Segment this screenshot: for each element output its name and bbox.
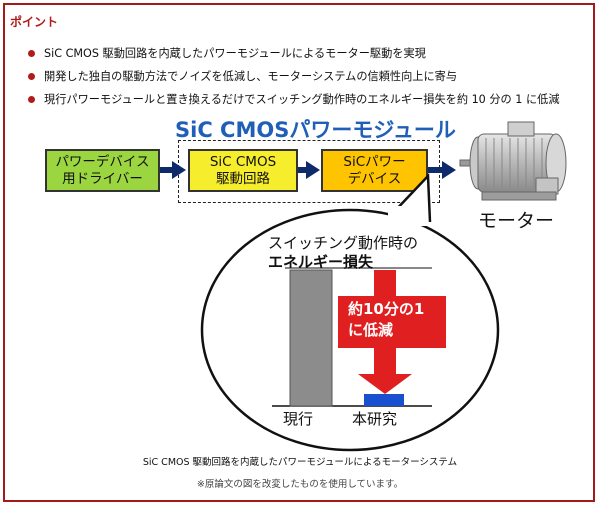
- drive-circuit-line1: SiC CMOS: [209, 153, 277, 170]
- arrow-shaft: [428, 167, 444, 173]
- bullet-dot-icon: [28, 73, 35, 80]
- arrow-shaft: [160, 167, 174, 173]
- current-loss-bar: [289, 269, 333, 407]
- flow-arrow-icon: [172, 161, 186, 179]
- reduction-arrow-icon: [338, 270, 446, 394]
- point-text: SiC CMOS 駆動回路を内蔵したパワーモジュールによるモーター駆動を実現: [44, 47, 426, 60]
- point-item: 現行パワーモジュールと置き換えるだけでスイッチング動作時のエネルギー損失を約 1…: [28, 88, 560, 111]
- current-bar-label: 現行: [283, 410, 314, 428]
- figure-note: ※原論文の図を改変したものを使用しています。: [196, 479, 404, 490]
- figure-caption: SiC CMOS 駆動回路を内蔵したパワーモジュールによるモーターシステム: [142, 457, 458, 468]
- module-title: SiC CMOSパワーモジュール: [175, 118, 456, 142]
- driver-block-line1: パワーデバイス: [55, 153, 150, 170]
- driver-block-line2: 用ドライバー: [62, 170, 143, 187]
- driver-block: パワーデバイス用ドライバー: [45, 149, 160, 192]
- energy-loss-title-line2: エネルギー損失: [268, 253, 374, 271]
- reduction-line2: に低減: [348, 321, 394, 339]
- bullet-dot-icon: [28, 50, 35, 57]
- power-device-line1: SiCパワー: [343, 153, 406, 170]
- arrow-shaft: [298, 167, 308, 173]
- figure-frame: [3, 3, 595, 502]
- point-title: ポイント: [10, 15, 59, 29]
- energy-loss-title-line1: スイッチング動作時の: [268, 234, 419, 252]
- power-device-block: SiCパワーデバイス: [321, 149, 428, 192]
- point-text: 開発した独自の駆動方法でノイズを低減し、モーターシステムの信頼性向上に寄与: [44, 70, 458, 83]
- study-loss-bar: [364, 394, 404, 406]
- point-item: 開発した独自の駆動方法でノイズを低減し、モーターシステムの信頼性向上に寄与: [28, 65, 560, 88]
- motor-icon: [459, 121, 567, 201]
- reduction-line1: 約10分の1: [348, 300, 425, 318]
- drive-circuit-line2: 駆動回路: [216, 170, 270, 187]
- power-device-line2: デバイス: [347, 170, 402, 187]
- flow-arrow-icon: [442, 161, 456, 179]
- flow-arrow-icon: [306, 161, 320, 179]
- reduction-label: 約10分の1 に低減: [348, 299, 424, 341]
- bullet-dot-icon: [28, 96, 35, 103]
- point-text: 現行パワーモジュールと置き換えるだけでスイッチング動作時のエネルギー損失を約 1…: [44, 93, 560, 106]
- point-list: SiC CMOS 駆動回路を内蔵したパワーモジュールによるモーター駆動を実現 開…: [28, 42, 560, 111]
- point-item: SiC CMOS 駆動回路を内蔵したパワーモジュールによるモーター駆動を実現: [28, 42, 560, 65]
- study-bar-label: 本研究: [352, 410, 398, 428]
- motor-label: モーター: [478, 210, 555, 232]
